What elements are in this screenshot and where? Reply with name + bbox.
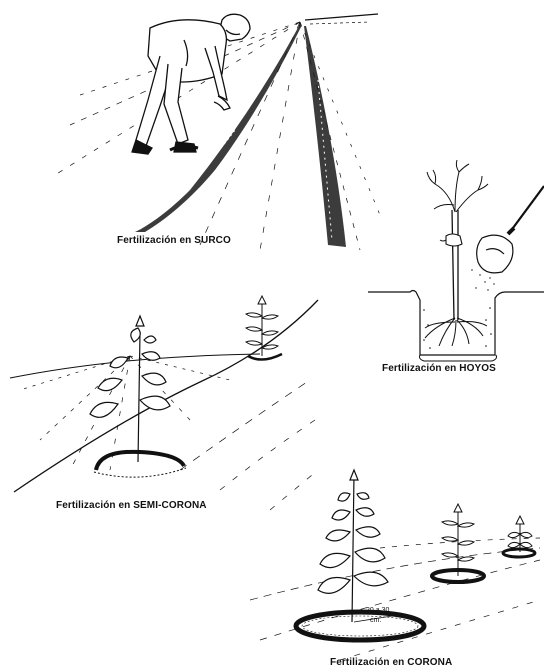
caption-hoyos: Fertilización en HOYOS bbox=[382, 363, 496, 374]
small-plant-crown bbox=[508, 516, 532, 552]
semi-crown-band bbox=[96, 452, 184, 470]
crown-ring-small bbox=[503, 549, 535, 557]
farmer-figure bbox=[132, 14, 250, 154]
shovel bbox=[477, 186, 544, 273]
caption-corona: Fertilización en CORONA bbox=[330, 657, 452, 668]
sapling-branches bbox=[427, 160, 488, 212]
sapling-roots bbox=[425, 318, 487, 346]
caption-semi-corona: Fertilización en SEMI-CORONA bbox=[56, 500, 207, 511]
furrow-scene bbox=[55, 14, 380, 250]
furrow-right bbox=[304, 26, 346, 247]
main-plant-semi bbox=[90, 316, 170, 462]
tall-plant-crown bbox=[318, 470, 388, 622]
crown-scene: 20 a 30 cm. bbox=[250, 470, 540, 660]
small-plant-semi bbox=[246, 296, 282, 360]
hole-scene bbox=[368, 160, 544, 361]
measure-unit: cm. bbox=[370, 617, 381, 624]
soil-stipple bbox=[423, 265, 494, 349]
sapling-trunk bbox=[452, 210, 458, 320]
caption-surco: Fertilización en SURCO bbox=[117, 235, 231, 246]
medium-plant-crown bbox=[442, 504, 474, 576]
hillside-slope bbox=[14, 300, 318, 492]
measure-label: 20 a 30 bbox=[366, 607, 389, 614]
semi-crown-scene bbox=[10, 296, 318, 510]
